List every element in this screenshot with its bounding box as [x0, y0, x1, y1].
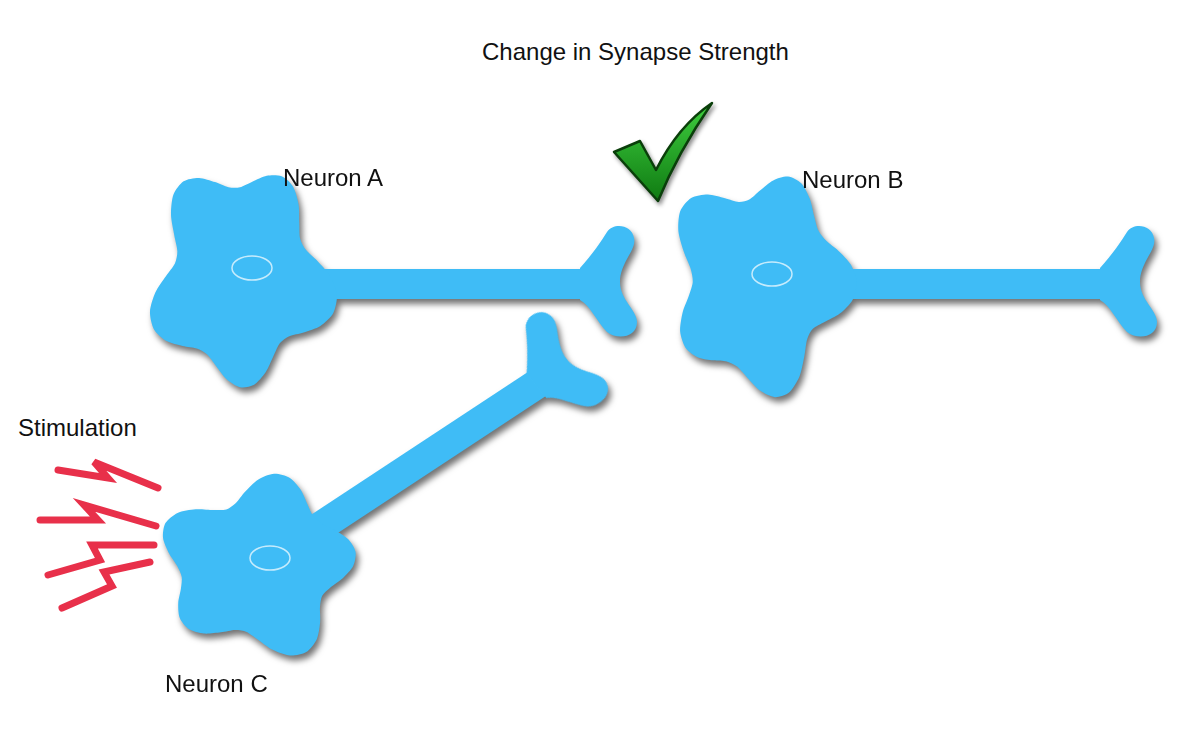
neuron-body: [678, 177, 1157, 398]
cell-body: [678, 177, 857, 398]
synapse-note: Change in Synapse Strength: [482, 38, 789, 66]
axon: [300, 378, 546, 540]
neuron-shape: [150, 300, 630, 720]
neuron-shape: [665, 155, 1175, 395]
neuron: Neuron A: [150, 155, 650, 395]
neuron-shape: [150, 155, 650, 395]
check-mark-shape: [614, 103, 712, 201]
neuron: Neuron C: [150, 300, 630, 720]
lightning-bolt: [58, 462, 158, 488]
neuron-label: Neuron A: [283, 164, 383, 192]
nucleus: [232, 256, 272, 280]
cell-body: [163, 474, 356, 656]
neuron: Neuron B: [665, 155, 1175, 395]
check-mark: [614, 103, 712, 201]
axon: [300, 269, 592, 299]
lightning-bolt: [62, 562, 150, 608]
neuron-label: Neuron C: [165, 670, 268, 698]
neuron-label: Neuron B: [802, 166, 903, 194]
axon-terminal: [1100, 226, 1157, 337]
nucleus: [250, 546, 290, 570]
axon: [820, 269, 1112, 299]
axon-terminal: [580, 226, 637, 337]
cell-body: [150, 175, 337, 387]
stimulation-bolts: [40, 462, 158, 608]
axon-terminal: [501, 305, 614, 427]
nucleus: [752, 262, 792, 286]
lightning-bolt: [40, 505, 156, 526]
stimulus-label: Stimulation: [18, 414, 137, 442]
neuron-body: [163, 305, 614, 656]
